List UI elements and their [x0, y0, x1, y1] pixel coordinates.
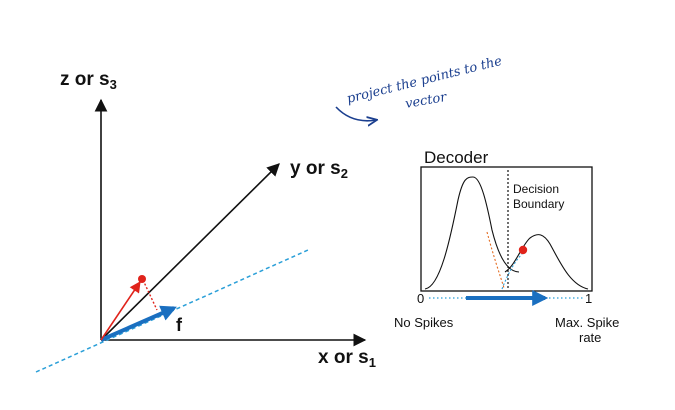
- point-vector: [100, 281, 141, 341]
- annotation-line2: vector: [404, 90, 448, 112]
- boundary-label-line2: Boundary: [513, 197, 564, 211]
- decoder-title: Decoder: [424, 148, 489, 167]
- spike-distribution: [504, 234, 589, 290]
- coordinate-axes: [94, 98, 367, 347]
- decoder-panel: Decoder Decision Boundary 0 1 No Spikes …: [394, 148, 619, 345]
- vector-f: [100, 305, 177, 342]
- no-spike-tail: [486, 231, 505, 289]
- projection-drop: [142, 279, 158, 311]
- projected-point: [518, 245, 528, 255]
- right-caption-line1: Max. Spike: [555, 315, 619, 330]
- z-axis-label: z or s3: [60, 69, 117, 92]
- left-caption: No Spikes: [394, 315, 454, 330]
- tick-right: 1: [585, 291, 592, 306]
- boundary-label-line1: Decision: [513, 182, 559, 196]
- right-caption-line2: rate: [579, 330, 601, 345]
- vector-f-label: f: [176, 315, 183, 335]
- no-spike-distribution: [424, 176, 520, 290]
- data-point: [138, 275, 146, 283]
- tick-left: 0: [417, 291, 424, 306]
- y-axis-label: y or s2: [290, 158, 348, 181]
- x-axis-label: x or s1: [318, 347, 376, 370]
- decoder-frame: [420, 166, 593, 292]
- annotation-arrow: [335, 106, 376, 121]
- spike-tail: [501, 253, 523, 290]
- y-axis: [100, 163, 280, 341]
